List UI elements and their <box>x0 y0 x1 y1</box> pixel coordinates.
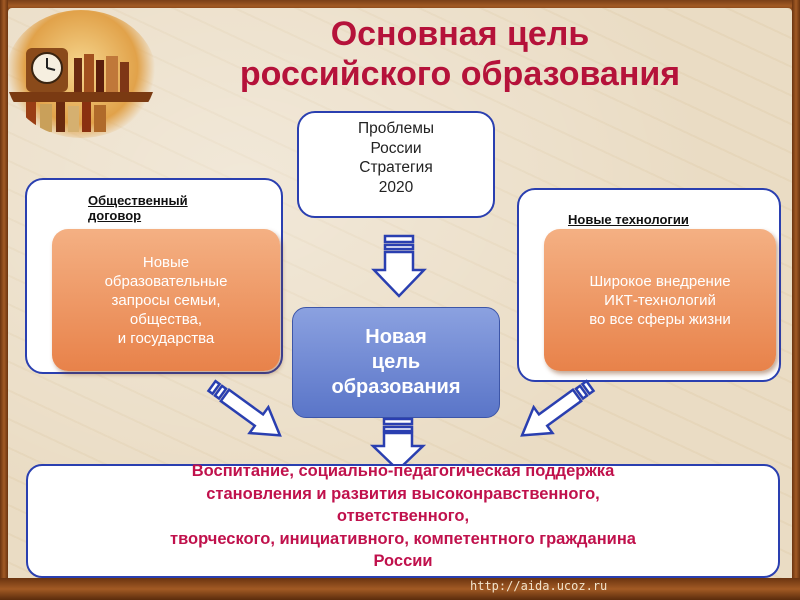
title-line-2: российского образования <box>239 55 681 93</box>
arrow-down-top-icon <box>371 234 427 298</box>
goal-line: России <box>373 552 433 570</box>
problems-line: Проблемы <box>357 120 435 137</box>
goal-line: творческого, инициативного, компетентног… <box>170 529 636 548</box>
center-line: цель <box>371 351 421 373</box>
new-requests-box: Новые образовательные запросы семьи, общ… <box>52 229 280 371</box>
problems-line: России <box>370 139 422 157</box>
label-new-technologies: Новые технологии <box>568 212 689 227</box>
bookshelf-clock-icon <box>6 48 156 132</box>
arrow-left-diagonal-icon <box>206 379 282 437</box>
title-line-1: Основная цель <box>330 15 590 53</box>
left-line: запросы семьи, <box>111 291 221 309</box>
goal-description-box <box>26 464 780 578</box>
label-social-contract: Общественный договор <box>88 193 248 223</box>
problems-line: Стратегия <box>359 159 433 176</box>
goal-line: ответственного, <box>336 507 470 525</box>
problems-box: Проблемы России Стратегия 2020 <box>297 111 495 218</box>
left-line: образовательные <box>104 272 228 290</box>
center-line: образования <box>331 376 461 398</box>
frame-bottom <box>0 578 800 600</box>
arrow-right-diagonal-icon <box>520 379 596 437</box>
arrow-down-bottom-icon <box>369 417 427 472</box>
goal-line: становления и развития высоконравственно… <box>206 484 600 503</box>
right-line: Широкое внедрение <box>589 272 731 290</box>
left-line: Новые <box>142 253 190 271</box>
new-goal-box: Новая цель образования <box>292 307 500 418</box>
label-line: договор <box>88 208 142 223</box>
frame-left <box>0 0 8 600</box>
slide-title: Основная цель российского образования <box>180 14 740 94</box>
goal-line: Воспитание, социально-педагогическая под… <box>191 462 615 480</box>
footer-url: http://aida.ucoz.ru <box>470 579 608 593</box>
right-line: ИКТ-технологий <box>604 291 716 309</box>
left-line: общества, <box>129 310 203 328</box>
problems-line: 2020 <box>378 178 414 196</box>
ict-box: Широкое внедрение ИКТ-технологий во все … <box>544 229 776 371</box>
goal-description: Воспитание, социально-педагогическая под… <box>26 460 780 573</box>
right-line: во все сферы жизни <box>589 310 731 328</box>
center-line: Новая <box>365 326 427 348</box>
left-line: и государства <box>117 329 215 347</box>
frame-right <box>792 0 800 600</box>
bookshelf-clock-photo <box>6 10 156 138</box>
label-line: Общественный <box>88 193 188 208</box>
